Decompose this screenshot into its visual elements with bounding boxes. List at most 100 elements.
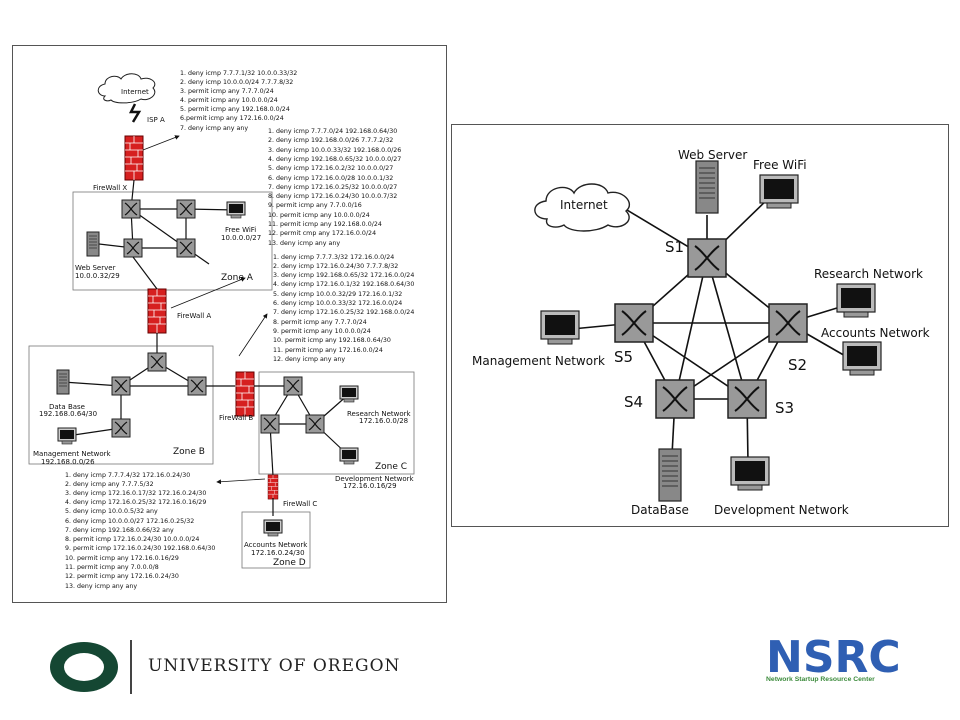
isp-label: ISP A [147, 116, 165, 124]
svg-text:6. deny icmp 172.16.0.0/28 1: 6. deny icmp 172.16.0.0/28 10.0.0.1/32 [268, 175, 393, 182]
svg-text:10. permit icmp any 10.0.0.0/2: 10. permit icmp any 10.0.0.0/24 [268, 212, 370, 219]
switch-s1-icon [687, 238, 727, 278]
development-ip: 172.16.0.16/29 [343, 482, 397, 490]
development-pc-icon [339, 447, 359, 465]
svg-text:11. permit icmp any 192.168.0.: 11. permit icmp any 192.168.0.0/24 [268, 221, 382, 228]
svg-text:3. permit icmp any 7.7.7.0/24: 3. permit icmp any 7.7.7.0/24 [180, 88, 274, 95]
svg-text:5. deny icmp 10.0.0.32/29 17: 5. deny icmp 10.0.0.32/29 172.16.0.1/32 [273, 291, 402, 298]
svg-text:9. permit icmp any 10.0.0.0/: 9. permit icmp any 10.0.0.0/24 [273, 328, 371, 335]
footer-divider [130, 640, 132, 694]
svg-text:13. deny icmp any any: 13. deny icmp any any [268, 240, 340, 247]
zone-a-label: Zone A [221, 273, 254, 283]
svg-text:4. deny icmp 192.168.0.65/32: 4. deny icmp 192.168.0.65/32 10.0.0.0/27 [268, 156, 401, 163]
svg-text:1. deny icmp 7.7.7.4/32 172.: 1. deny icmp 7.7.7.4/32 172.16.0.24/30 [65, 472, 190, 479]
isp-link-bolt-icon [128, 103, 142, 123]
firewall-x-label: FireWall X [93, 184, 127, 192]
research-label: Research Network [347, 410, 412, 418]
svg-text:7. deny icmp 192.168.0.66/32: 7. deny icmp 192.168.0.66/32 any [65, 527, 174, 534]
svg-text:6.permit icmp any 172.16.0.0/2: 6.permit icmp any 172.16.0.0/24 [180, 115, 284, 122]
management-label: Management Network [33, 450, 112, 458]
free-wifi-pc-icon [759, 174, 799, 209]
zone-c-switch-2-icon [260, 414, 280, 434]
zone-a-box [72, 191, 273, 291]
firewall-c-label: FireWall C [283, 500, 317, 508]
svg-text:2. deny icmp any 7.7.7.5/32: 2. deny icmp any 7.7.7.5/32 [65, 481, 154, 488]
svg-text:11. permit icmp any 7.0.0.0/8: 11. permit icmp any 7.0.0.0/8 [65, 564, 159, 571]
management-pc-icon [57, 427, 77, 445]
firewall-b-label: FireWall B [219, 414, 253, 422]
university-name: UNIVERSITY OF OREGON [148, 656, 401, 676]
management-pc-icon [540, 310, 580, 345]
svg-text:4. permit icmp any 10.0.0.0/24: 4. permit icmp any 10.0.0.0/24 [180, 97, 278, 104]
acl-firewall-x: 1. deny icmp 7.7.7.1/32 10.0.0.33/32 2. … [180, 70, 297, 132]
accounts-label: Accounts Network [821, 326, 930, 340]
web-server-label: Web Server [75, 264, 116, 272]
internet-label: Internet [121, 88, 149, 96]
zone-b-box [28, 345, 214, 465]
zone-a-switch-2-icon [176, 199, 196, 219]
zone-a-switch-4-icon [176, 238, 196, 258]
firewall-c-icon [267, 474, 279, 500]
svg-text:7. deny icmp 172.16.0.25/32: 7. deny icmp 172.16.0.25/32 10.0.0.0/27 [268, 184, 397, 191]
svg-text:3. deny icmp 10.0.0.33/32 19: 3. deny icmp 10.0.0.33/32 192.168.0.0/26 [268, 147, 401, 154]
database-label: Data Base [49, 403, 85, 411]
svg-text:6. deny icmp 10.0.0.0/27 172: 6. deny icmp 10.0.0.0/27 172.16.0.25/32 [65, 518, 194, 525]
svg-text:1. deny icmp 7.7.7.0/24 192.: 1. deny icmp 7.7.7.0/24 192.168.0.64/30 [268, 128, 397, 135]
zone-c-label: Zone C [375, 462, 407, 472]
svg-text:2. deny icmp 10.0.0.0/24 7.7.7: 2. deny icmp 10.0.0.0/24 7.7.7.8/32 [180, 79, 293, 86]
svg-text:4. deny icmp 172.16.0.25/32: 4. deny icmp 172.16.0.25/32 172.16.0.16/… [65, 499, 206, 506]
firewall-a-label: FireWall A [177, 312, 211, 320]
svg-text:3. deny icmp 172.16.0.17/32: 3. deny icmp 172.16.0.17/32 172.16.0.24/… [65, 490, 206, 497]
svg-text:10. permit icmp any 172.16.0.1: 10. permit icmp any 172.16.0.16/29 [65, 555, 179, 562]
firewall-b-icon [235, 371, 255, 417]
svg-text:1. deny icmp 7.7.7.1/32 10.0.0: 1. deny icmp 7.7.7.1/32 10.0.0.33/32 [180, 70, 297, 77]
web-server-icon [695, 160, 719, 214]
svg-text:8. deny icmp 172.16.0.24/30: 8. deny icmp 172.16.0.24/30 10.0.0.7/32 [268, 193, 397, 200]
university-of-oregon-o-logo-icon [50, 642, 118, 692]
firewall-x-icon [124, 135, 144, 181]
database-ip: 192.168.0.64/30 [39, 410, 97, 418]
management-ip: 192.168.0.0/26 [41, 458, 95, 466]
free-wifi-label: Free WiFi [225, 226, 256, 234]
acl-firewall-a: 1. deny icmp 7.7.7.0/24 192.168.0.64/30 … [268, 128, 401, 247]
svg-text:5. permit icmp any 192.168.0.0: 5. permit icmp any 192.168.0.0/24 [180, 106, 290, 113]
internet-label: Internet [560, 198, 608, 212]
zone-a-switch-1-icon [121, 199, 141, 219]
switch-s4-label: S4 [624, 393, 643, 411]
mesh-network-svg: Internet Web Server Free WiFi Research N… [472, 148, 930, 517]
switch-s1-label: S1 [665, 238, 684, 256]
svg-text:6. deny icmp 10.0.0.33/32 17: 6. deny icmp 10.0.0.33/32 172.16.0.0/24 [273, 300, 402, 307]
internet-cloud-icon [97, 73, 156, 104]
accounts-pc-icon [263, 519, 283, 537]
svg-text:1. deny icmp 7.7.7.3/32 172.: 1. deny icmp 7.7.7.3/32 172.16.0.0/24 [273, 254, 394, 261]
segmented-network-svg: Internet ISP A FireWall X 1. deny icmp 7… [28, 70, 415, 590]
development-label: Development Network [714, 503, 849, 517]
svg-text:7. deny icmp 172.16.0.25/32: 7. deny icmp 172.16.0.25/32 192.168.0.0/… [273, 309, 414, 316]
accounts-ip: 172.16.0.24/30 [251, 549, 305, 557]
zone-b-switch-1-icon [147, 352, 167, 372]
free-wifi-ip: 10.0.0.0/27 [221, 234, 261, 242]
switch-s5-icon [614, 303, 654, 343]
web-server-icon [86, 231, 100, 257]
zone-b-switch-4-icon [111, 418, 131, 438]
database-server-icon [56, 369, 70, 395]
management-label: Management Network [472, 354, 605, 368]
development-pc-icon [730, 456, 770, 491]
database-server-icon [658, 448, 682, 502]
svg-text:9. permit icmp any 7.7.0.0/1: 9. permit icmp any 7.7.0.0/16 [268, 202, 362, 209]
switch-s2-label: S2 [788, 356, 807, 374]
web-server-ip: 10.0.0.32/29 [75, 272, 120, 280]
database-label: DataBase [631, 503, 689, 517]
research-pc-icon [836, 283, 876, 318]
zone-d-label: Zone D [273, 558, 306, 568]
segmented-network-diagram: Internet ISP A FireWall X 1. deny icmp 7… [12, 45, 447, 603]
acl-firewall-b: 1. deny icmp 7.7.7.3/32 172.16.0.0/24 2.… [273, 254, 414, 363]
zone-c-switch-3-icon [305, 414, 325, 434]
svg-text:4. deny icmp 172.16.0.1/32 1: 4. deny icmp 172.16.0.1/32 192.168.0.64/… [273, 281, 414, 288]
svg-text:9. permit icmp 172.16.0.24/3: 9. permit icmp 172.16.0.24/30 192.168.0.… [65, 545, 215, 552]
svg-text:2. deny icmp 172.16.0.24/30: 2. deny icmp 172.16.0.24/30 7.7.7.8/32 [273, 263, 398, 270]
nsrc-tagline: Network Startup Resource Center [766, 676, 875, 683]
switch-s2-icon [768, 303, 808, 343]
svg-text:10. permit icmp any 192.168.0: 10. permit icmp any 192.168.0.64/30 [273, 337, 391, 344]
switch-s4-icon [655, 379, 695, 419]
